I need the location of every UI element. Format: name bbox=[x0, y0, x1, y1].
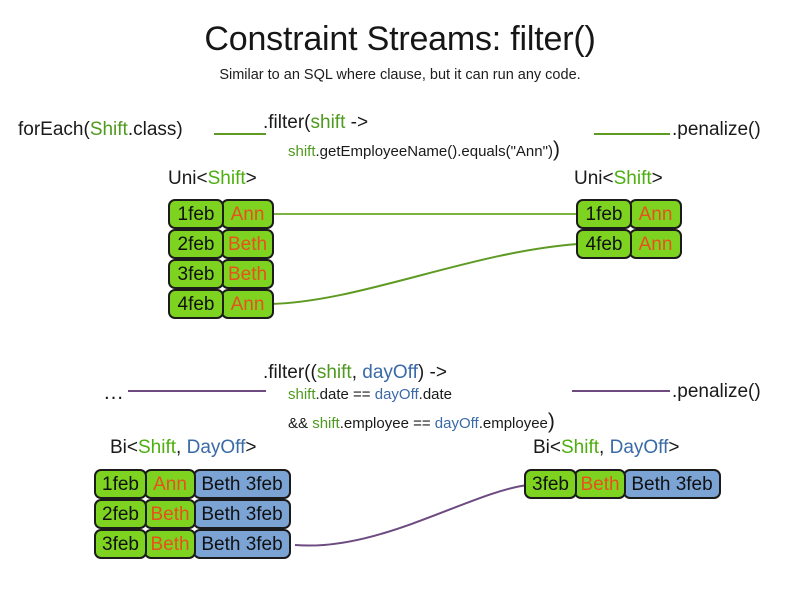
foreach-prefix: forEach( bbox=[18, 119, 90, 140]
bi-input-header: Bi<Shift, DayOff> bbox=[110, 437, 256, 459]
cell-dayoff[interactable]: Beth 3feb bbox=[623, 469, 721, 499]
connector-bifilter-to-penalize bbox=[572, 390, 670, 392]
uni-input-header-type: Shift bbox=[207, 168, 246, 189]
bi-filter-l3-dayoff: dayOff bbox=[434, 415, 479, 432]
uni-output-header: Uni<Shift> bbox=[574, 168, 663, 190]
bi-output-header-suffix: > bbox=[668, 437, 680, 458]
curve-uni-4feb bbox=[269, 243, 579, 305]
cell-date[interactable]: 3feb bbox=[94, 529, 147, 559]
bi-filter-l3-and: && bbox=[288, 415, 313, 432]
cell-name[interactable]: Ann bbox=[221, 289, 274, 319]
cell-dayoff[interactable]: Beth 3feb bbox=[193, 469, 291, 499]
cell-name[interactable]: Beth bbox=[221, 229, 274, 259]
table-row[interactable]: 2feb Beth Beth 3feb bbox=[94, 499, 291, 529]
table-row[interactable]: 3feb Beth Beth 3feb bbox=[524, 469, 721, 499]
cell-date[interactable]: 4feb bbox=[576, 229, 632, 259]
bi-output-header-prefix: Bi< bbox=[533, 437, 561, 458]
cell-date[interactable]: 2feb bbox=[94, 499, 147, 529]
cell-name[interactable]: Ann bbox=[629, 199, 682, 229]
uni-filter-close-paren: ) bbox=[552, 138, 560, 161]
uni-filter-body-param: shift bbox=[288, 143, 316, 160]
foreach-suffix: .class) bbox=[127, 119, 183, 140]
bi-filter-label-line2: shift.date == dayOff.date bbox=[288, 386, 452, 403]
curve-bi-3feb bbox=[294, 484, 529, 547]
bi-filter-label-line3: && shift.employee == dayOff.employee) bbox=[288, 410, 555, 434]
bi-filter-l2-dayoff: dayOff bbox=[374, 386, 419, 403]
cell-name[interactable]: Beth bbox=[144, 529, 196, 559]
cell-date[interactable]: 2feb bbox=[168, 229, 224, 259]
cell-date[interactable]: 1feb bbox=[94, 469, 147, 499]
bi-filter-l3-mid: .employee == bbox=[339, 415, 435, 432]
bi-filter-comma: , bbox=[351, 362, 363, 383]
cell-date[interactable]: 3feb bbox=[524, 469, 577, 499]
bi-output-header-comma: , bbox=[599, 437, 610, 458]
bi-filter-l2-end: .date bbox=[418, 386, 453, 403]
bi-filter-label-line1: .filter((shift, dayOff) -> bbox=[263, 362, 447, 384]
bi-filter-l2-shift: shift bbox=[288, 386, 316, 403]
table-row[interactable]: 3feb Beth bbox=[168, 259, 274, 289]
connector-foreach-to-filter bbox=[214, 133, 266, 135]
bi-filter-arrow: ) -> bbox=[417, 362, 447, 383]
uni-filter-label-line2: shift.getEmployeeName().equals("Ann")) bbox=[288, 138, 560, 162]
bi-filter-l3-end: .employee bbox=[478, 415, 548, 432]
cell-dayoff[interactable]: Beth 3feb bbox=[193, 499, 291, 529]
cell-name[interactable]: Beth bbox=[574, 469, 626, 499]
cell-name[interactable]: Ann bbox=[629, 229, 682, 259]
bi-output-header-type-a: Shift bbox=[561, 437, 600, 458]
bi-penalize-label: .penalize() bbox=[672, 381, 761, 402]
table-row[interactable]: 4feb Ann bbox=[576, 229, 682, 259]
uni-output-header-prefix: Uni< bbox=[574, 168, 614, 189]
table-row[interactable]: 1feb Ann bbox=[168, 199, 274, 229]
bi-filter-param-dayoff: dayOff bbox=[362, 362, 418, 383]
bi-filter-param-shift: shift bbox=[316, 362, 352, 383]
uni-output-header-type: Shift bbox=[613, 168, 652, 189]
bi-filter-open: .filter(( bbox=[263, 362, 317, 383]
cell-name[interactable]: Beth bbox=[144, 499, 196, 529]
cell-name[interactable]: Ann bbox=[144, 469, 196, 499]
cell-name[interactable]: Ann bbox=[221, 199, 274, 229]
bi-input-header-type-b: DayOff bbox=[186, 437, 246, 458]
cell-dayoff[interactable]: Beth 3feb bbox=[193, 529, 291, 559]
uni-penalize-label: .penalize() bbox=[672, 119, 761, 140]
uni-filter-open: .filter( bbox=[263, 112, 311, 133]
bi-filter-close-paren: ) bbox=[547, 410, 555, 433]
foreach-type: Shift bbox=[89, 119, 128, 140]
cell-date[interactable]: 3feb bbox=[168, 259, 224, 289]
cell-date[interactable]: 1feb bbox=[168, 199, 224, 229]
uni-filter-arrow: -> bbox=[345, 112, 369, 133]
bi-input-header-prefix: Bi< bbox=[110, 437, 138, 458]
bi-output-header-type-b: DayOff bbox=[609, 437, 669, 458]
uni-filter-param-shift: shift bbox=[310, 112, 346, 133]
bi-output-header: Bi<Shift, DayOff> bbox=[533, 437, 679, 459]
uni-output-header-suffix: > bbox=[651, 168, 663, 189]
uni-filter-label-line1: .filter(shift -> bbox=[263, 112, 368, 134]
bi-filter-l2-mid: .date == bbox=[315, 386, 375, 403]
bi-input-header-suffix: > bbox=[245, 437, 257, 458]
bi-input-header-type-a: Shift bbox=[138, 437, 177, 458]
page-subtitle: Similar to an SQL where clause, but it c… bbox=[219, 67, 581, 83]
uni-input-header-suffix: > bbox=[245, 168, 257, 189]
cell-name[interactable]: Beth bbox=[221, 259, 274, 289]
uni-filter-body-expr: .getEmployeeName().equals("Ann") bbox=[315, 143, 553, 160]
table-row[interactable]: 3feb Beth Beth 3feb bbox=[94, 529, 291, 559]
connector-source-to-bifilter bbox=[128, 390, 266, 392]
table-row[interactable]: 1feb Ann bbox=[576, 199, 682, 229]
table-row[interactable]: 1feb Ann Beth 3feb bbox=[94, 469, 291, 499]
table-row[interactable]: 4feb Ann bbox=[168, 289, 274, 319]
table-row[interactable]: 2feb Beth bbox=[168, 229, 274, 259]
uni-input-header: Uni<Shift> bbox=[168, 168, 257, 190]
bi-input-header-comma: , bbox=[176, 437, 187, 458]
cell-date[interactable]: 1feb bbox=[576, 199, 632, 229]
foreach-label: forEach(Shift.class) bbox=[18, 119, 183, 141]
uni-input-header-prefix: Uni< bbox=[168, 168, 208, 189]
page-title: Constraint Streams: filter() bbox=[204, 20, 596, 58]
bi-source-ellipsis: … bbox=[103, 381, 125, 404]
cell-date[interactable]: 4feb bbox=[168, 289, 224, 319]
bi-filter-l3-shift: shift bbox=[312, 415, 340, 432]
connector-filter-to-penalize bbox=[594, 133, 670, 135]
